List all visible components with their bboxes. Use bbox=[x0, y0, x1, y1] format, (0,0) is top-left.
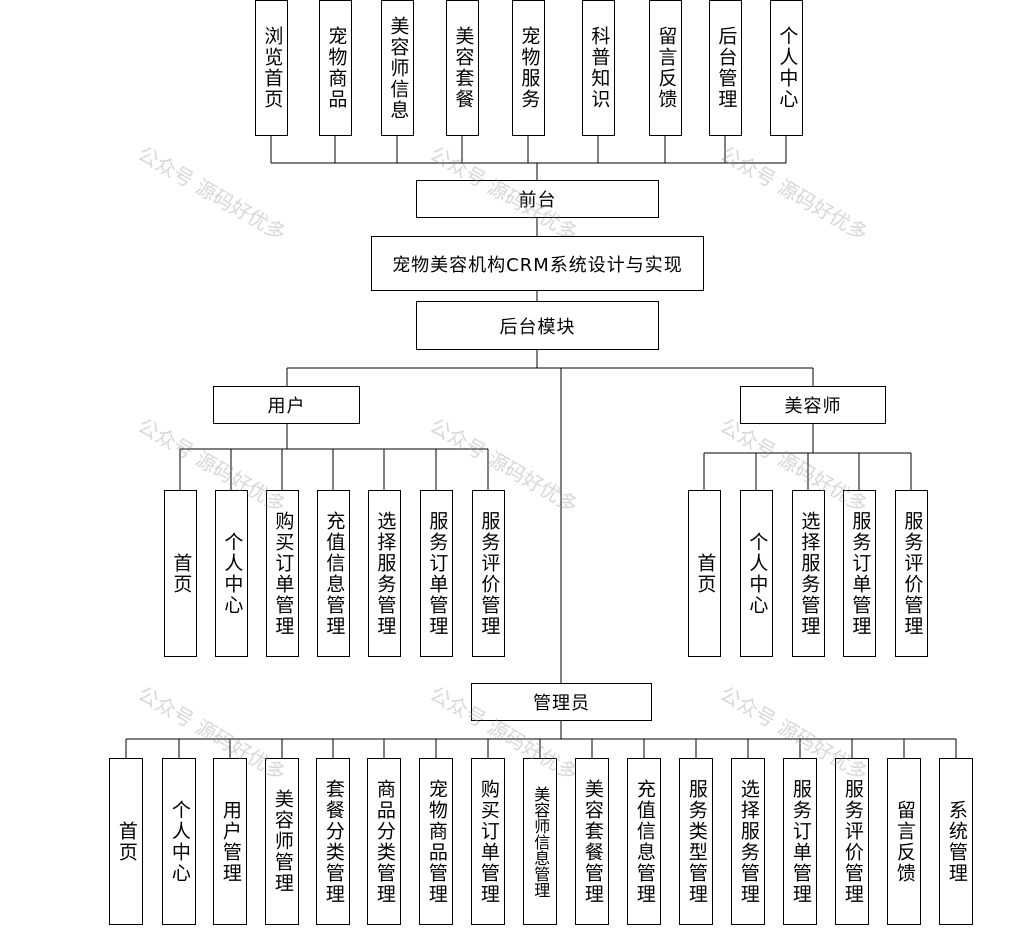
diagram-front-item: 宠物服务 bbox=[512, 0, 545, 136]
diagram-back-admin-item: 留言反馈 bbox=[887, 758, 921, 925]
diagram-back-user-item: 服务评价管理 bbox=[472, 490, 505, 657]
diagram-front-item: 美容套餐 bbox=[446, 0, 479, 136]
diagram-back-admin-item: 充值信息管理 bbox=[627, 758, 661, 925]
diagram-back-beautician-item: 选择服务管理 bbox=[792, 490, 825, 657]
diagram-front-item: 后台管理 bbox=[709, 0, 742, 136]
diagram-front-item: 科普知识 bbox=[582, 0, 615, 136]
diagram-back-admin-item: 首页 bbox=[109, 758, 143, 925]
diagram-back-user-item: 充值信息管理 bbox=[317, 490, 350, 657]
beautician-node: 美容师 bbox=[740, 386, 886, 424]
diagram-back-user-item: 服务订单管理 bbox=[420, 490, 453, 657]
diagram-back-admin-item: 美容套餐管理 bbox=[575, 758, 609, 925]
diagram-back-admin-item: 选择服务管理 bbox=[731, 758, 765, 925]
diagram-back-admin-item: 服务类型管理 bbox=[679, 758, 713, 925]
diagram-back-beautician-item: 服务订单管理 bbox=[843, 490, 876, 657]
diagram-back-beautician-item: 个人中心 bbox=[740, 490, 773, 657]
diagram-back-user-item: 个人中心 bbox=[215, 490, 248, 657]
diagram-back-admin-item: 服务订单管理 bbox=[783, 758, 817, 925]
diagram-back-admin-item: 用户管理 bbox=[213, 758, 247, 925]
diagram-back-admin-item: 个人中心 bbox=[162, 758, 196, 925]
diagram-back-user-item: 购买订单管理 bbox=[266, 490, 299, 657]
root-node: 宠物美容机构CRM系统设计与实现 bbox=[371, 236, 704, 291]
diagram-back-admin-item: 系统管理 bbox=[939, 758, 973, 925]
diagram-back-beautician-item: 服务评价管理 bbox=[895, 490, 928, 657]
user-node: 用户 bbox=[213, 386, 360, 424]
diagram-front-item: 留言反馈 bbox=[649, 0, 682, 136]
diagram-back-user-item: 首页 bbox=[164, 490, 197, 657]
diagram-back-user-item: 选择服务管理 bbox=[368, 490, 401, 657]
diagram-back-admin-item: 购买订单管理 bbox=[471, 758, 505, 925]
diagram-back-admin-item: 商品分类管理 bbox=[367, 758, 401, 925]
admin-node: 管理员 bbox=[471, 683, 652, 721]
diagram-back-admin-item: 宠物商品管理 bbox=[419, 758, 453, 925]
front-node: 前台 bbox=[416, 180, 659, 218]
diagram-front-item: 浏览首页 bbox=[255, 0, 288, 136]
diagram-back-admin-item: 美容师信息管理 bbox=[523, 758, 557, 925]
diagram-back-admin-item: 服务评价管理 bbox=[835, 758, 869, 925]
backend-node: 后台模块 bbox=[416, 301, 659, 350]
diagram-back-admin-item: 美容师管理 bbox=[265, 758, 299, 925]
diagram-back-admin-item: 套餐分类管理 bbox=[316, 758, 350, 925]
diagram-back-beautician-item: 首页 bbox=[688, 490, 721, 657]
diagram-front-item: 宠物商品 bbox=[319, 0, 352, 136]
diagram-front-item: 个人中心 bbox=[770, 0, 803, 136]
diagram-front-item: 美容师信息 bbox=[381, 0, 414, 136]
